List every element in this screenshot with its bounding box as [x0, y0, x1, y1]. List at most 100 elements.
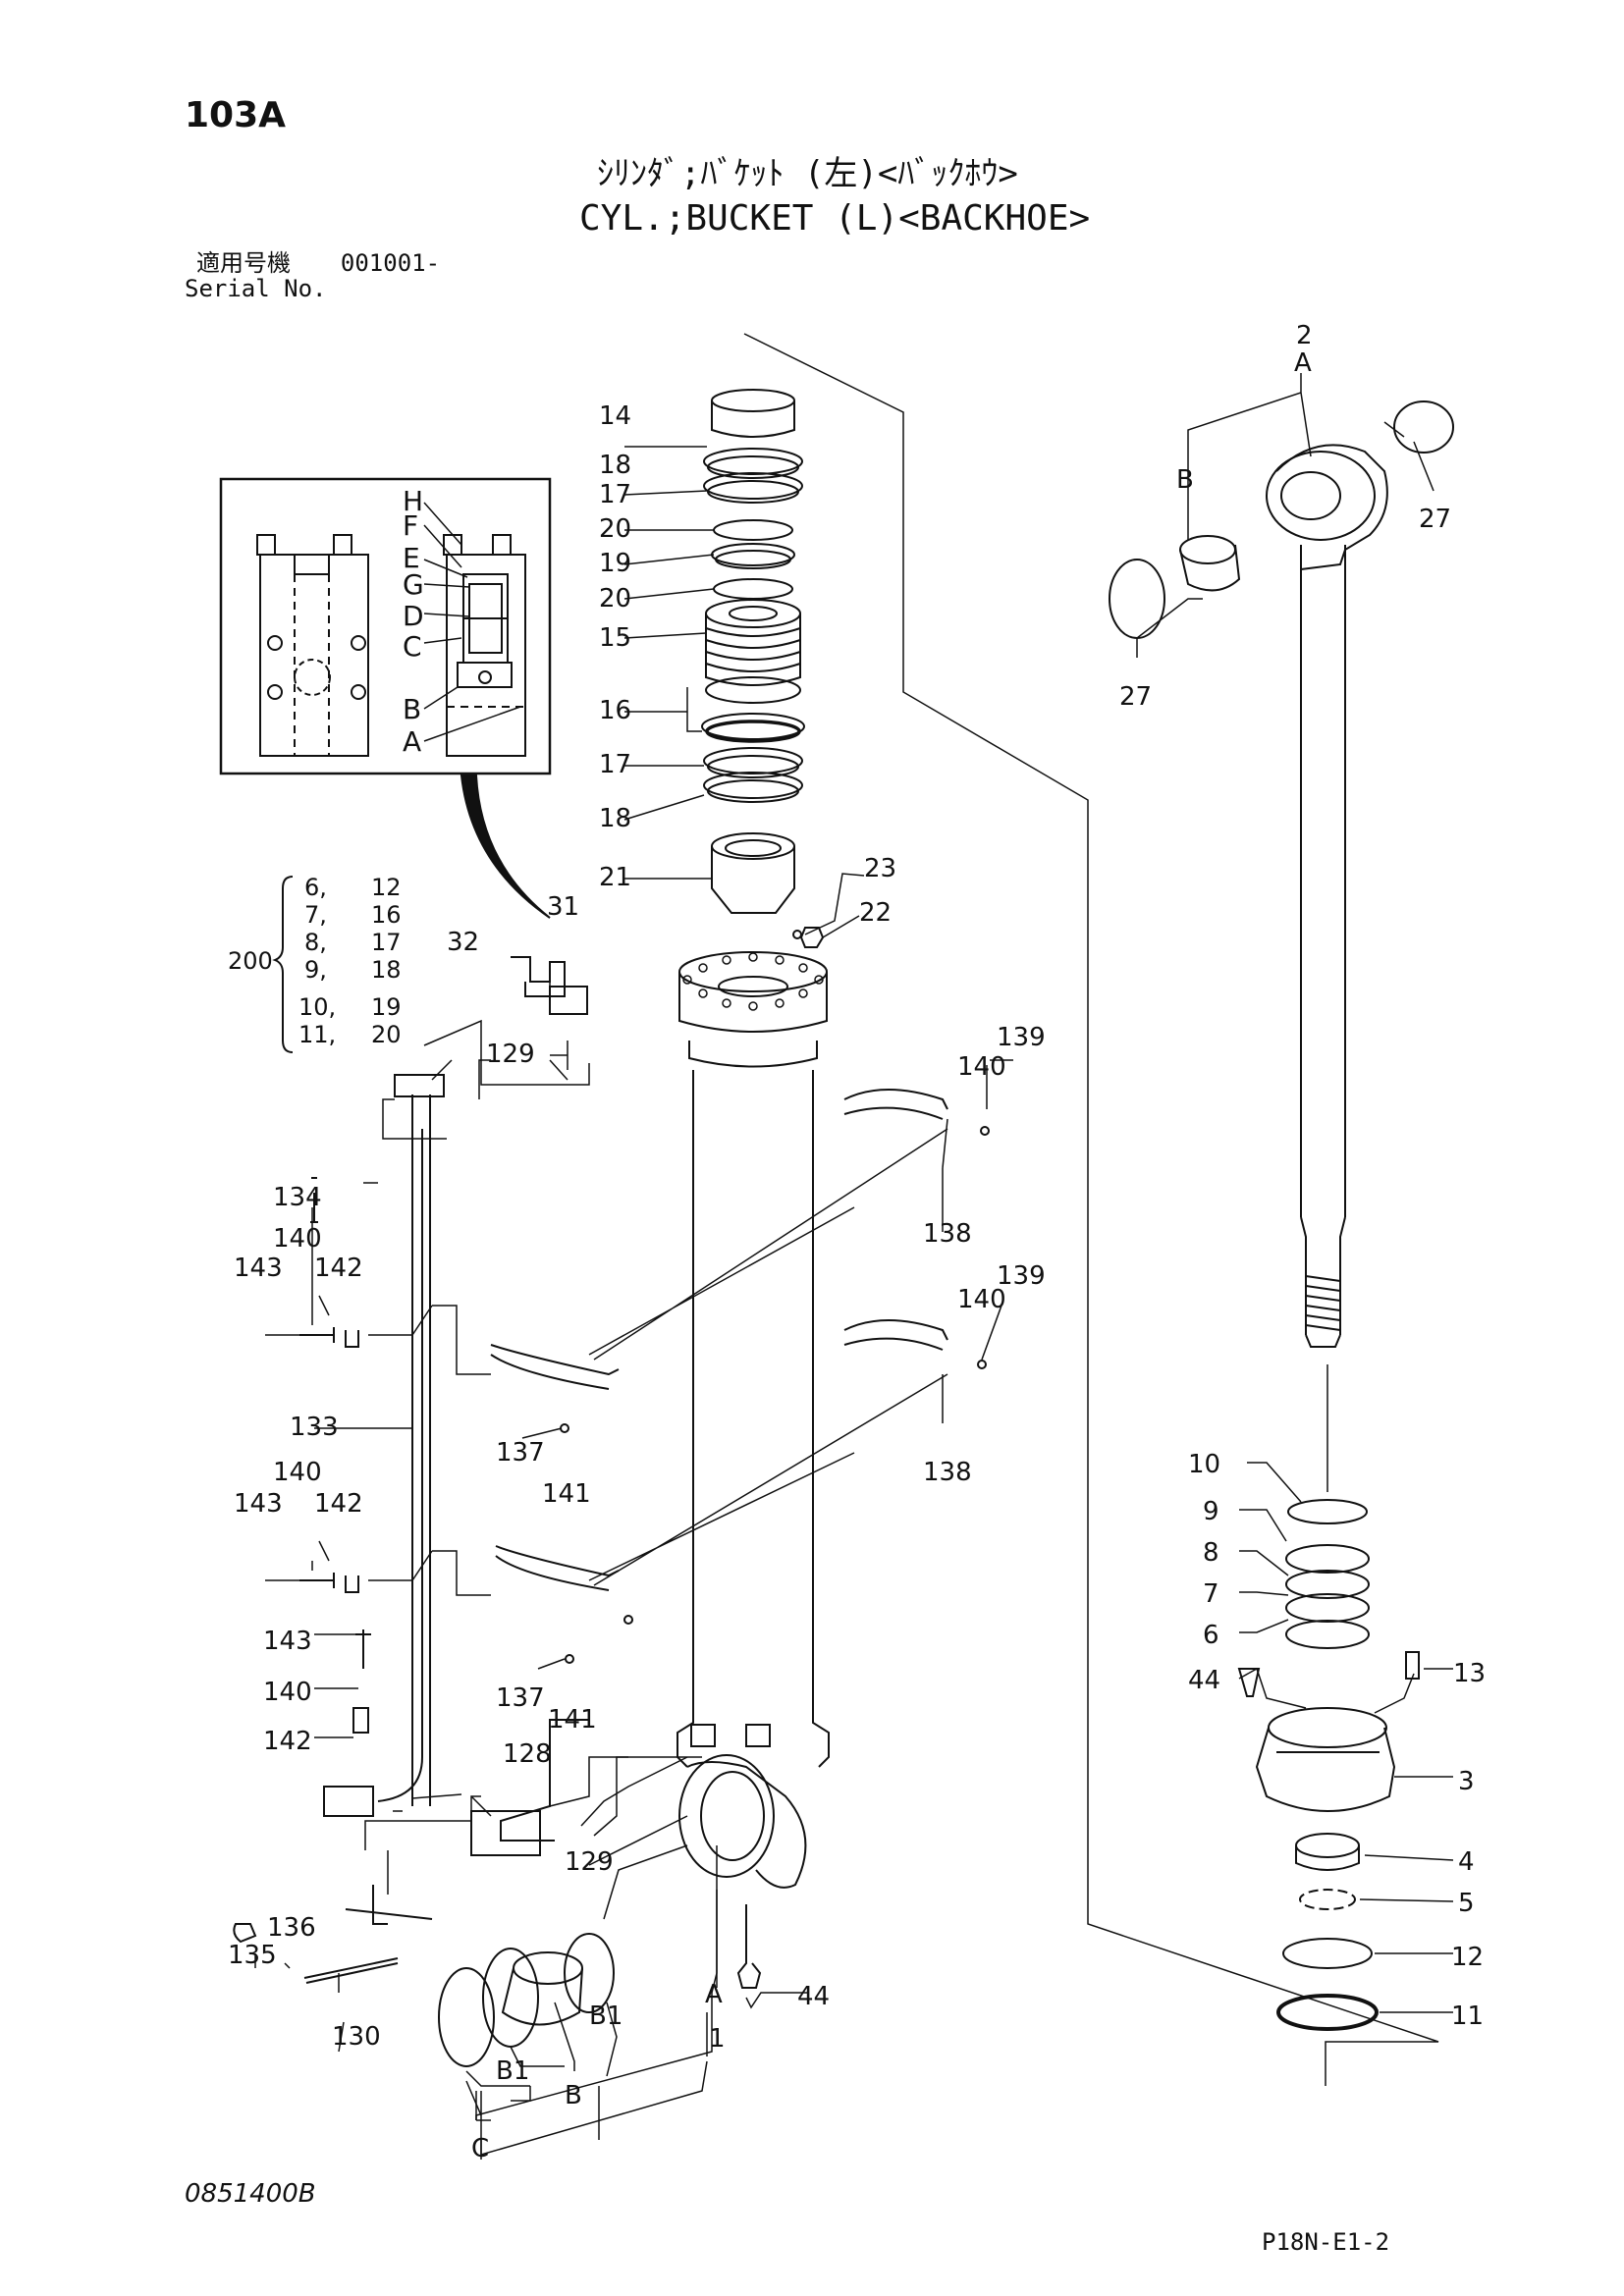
part-label-b1-left: B1: [496, 2056, 529, 2086]
inset-letter-f: F: [403, 509, 418, 542]
drawing-number: 0851400B: [185, 2179, 316, 2209]
part-label-143-lower: 143: [263, 1627, 312, 1656]
title-english: CYL.;BUCKET (L)<BACKHOE>: [579, 198, 1091, 239]
kit-item: 6,: [304, 874, 327, 901]
part-label-129: 129: [486, 1040, 535, 1069]
part-label-a: A: [705, 1980, 723, 2009]
part-label-10: 10: [1188, 1450, 1220, 1479]
part-label-22: 22: [859, 898, 892, 928]
page-code: 103A: [185, 95, 287, 135]
part-label-140-lower: 140: [957, 1285, 1006, 1314]
part-label-32: 32: [447, 928, 479, 957]
part-label-138: 138: [923, 1219, 972, 1249]
part-label-c: C: [471, 2134, 489, 2163]
inset-letter-b: B: [403, 693, 421, 725]
serial-value: 001001-: [340, 249, 441, 277]
part-label-137: 137: [496, 1438, 545, 1468]
part-label-rod-b: B: [1176, 465, 1194, 495]
serial-label-jp-text: 適用号機: [196, 249, 291, 277]
part-label-140-left: 140: [273, 1224, 322, 1254]
sheet-code: P18N-E1-2: [1262, 2228, 1390, 2256]
kit-item: 11,: [298, 1021, 336, 1048]
right-lower-stack: [1237, 1499, 1420, 2031]
piston-rod: [1109, 400, 1454, 1348]
part-label-133: 133: [290, 1413, 339, 1442]
part-label-27-lower: 27: [1119, 682, 1152, 712]
part-label-141: 141: [542, 1479, 591, 1509]
part-label-141-lower: 141: [548, 1705, 597, 1735]
kit-200-list: 200 6, 12 7, 16 8, 17 9, 18 10, 19 11, 2…: [228, 874, 402, 1048]
kit-item: 8,: [304, 929, 327, 956]
part-label-9: 9: [1203, 1497, 1219, 1526]
part-label-31: 31: [547, 892, 579, 922]
part-label-16: 16: [599, 696, 631, 725]
cylinder-tube: [677, 951, 830, 1989]
kit-item: 10,: [298, 993, 336, 1021]
kit-item: 7,: [304, 901, 327, 929]
part-label-11: 11: [1451, 2002, 1484, 2031]
inset-letter-g: G: [403, 568, 424, 601]
part-label-140-bottom: 140: [263, 1678, 312, 1707]
kit-item: 20: [371, 1021, 402, 1048]
inset-letters: H F E G D C B A: [403, 485, 424, 758]
kit-brace: [272, 876, 294, 1053]
part-label-4: 4: [1458, 1847, 1475, 1877]
inset-letter-d: D: [403, 600, 424, 632]
inset-detail: [219, 477, 552, 775]
part-label-142: 142: [314, 1254, 363, 1283]
part-label-7: 7: [1203, 1579, 1219, 1609]
part-label-20-lower: 20: [599, 584, 631, 614]
part-label-142-lower: 142: [263, 1727, 312, 1756]
kit-item: 18: [371, 956, 402, 984]
part-label-143-mid: 143: [234, 1489, 283, 1519]
part-label-20: 20: [599, 514, 631, 544]
kit-item: 12: [371, 874, 402, 901]
serial-label-japanese: 適用号機 001001-: [196, 251, 440, 275]
serial-label-english: Serial No.: [185, 275, 327, 302]
part-label-rod-a: A: [1294, 348, 1312, 378]
part-label-18-lower: 18: [599, 804, 631, 833]
title-japanese: ｼﾘﾝﾀﾞ;ﾊﾞｹｯﾄ (左)<ﾊﾞｯｸﾎｳ>: [597, 154, 1018, 193]
part-label-3: 3: [1458, 1767, 1475, 1796]
part-label-b: B: [565, 2081, 582, 2110]
inset-pointer: [460, 774, 551, 919]
part-label-44: 44: [1188, 1666, 1220, 1695]
part-label-12: 12: [1451, 1943, 1484, 1972]
part-label-128: 128: [503, 1739, 552, 1769]
part-label-17-lower: 17: [599, 750, 631, 779]
part-label-135: 135: [228, 1941, 277, 1970]
kit-item: 17: [371, 929, 402, 956]
part-label-129-lower: 129: [565, 1847, 614, 1877]
part-label-139-lower: 139: [997, 1261, 1046, 1291]
part-label-140: 140: [957, 1052, 1006, 1082]
kit-item: 9,: [304, 956, 327, 984]
part-label-6: 6: [1203, 1621, 1219, 1650]
hoses-and-clamps: [233, 956, 990, 2067]
inset-letter-h: H: [403, 485, 423, 517]
part-label-19: 19: [599, 549, 631, 578]
part-label-13: 13: [1453, 1659, 1486, 1688]
part-label-134: 134: [273, 1183, 322, 1212]
part-label-18: 18: [599, 451, 631, 480]
inset-letter-c: C: [403, 630, 422, 663]
part-label-140-mid: 140: [273, 1458, 322, 1487]
part-label-137-lower: 137: [496, 1683, 545, 1713]
leader-lines: [254, 333, 1454, 2160]
part-label-23: 23: [864, 854, 896, 883]
part-label-130: 130: [332, 2022, 381, 2052]
part-label-138-lower: 138: [923, 1458, 972, 1487]
part-label-139: 139: [997, 1023, 1046, 1052]
part-label-136: 136: [267, 1913, 316, 1943]
inset-letter-a: A: [403, 725, 421, 758]
part-label-21: 21: [599, 863, 631, 892]
part-label-143: 143: [234, 1254, 283, 1283]
part-number-labels: 14 18 17 20 19 20 15 16 17 18 21 23 22 3…: [228, 321, 1486, 2163]
part-label-5: 5: [1458, 1889, 1475, 1918]
gland-stack: [701, 389, 825, 948]
part-label-8: 8: [1203, 1538, 1219, 1568]
part-label-142-mid: 142: [314, 1489, 363, 1519]
part-label-27: 27: [1419, 505, 1451, 534]
kit-item: 16: [371, 901, 402, 929]
part-label-15: 15: [599, 623, 631, 653]
